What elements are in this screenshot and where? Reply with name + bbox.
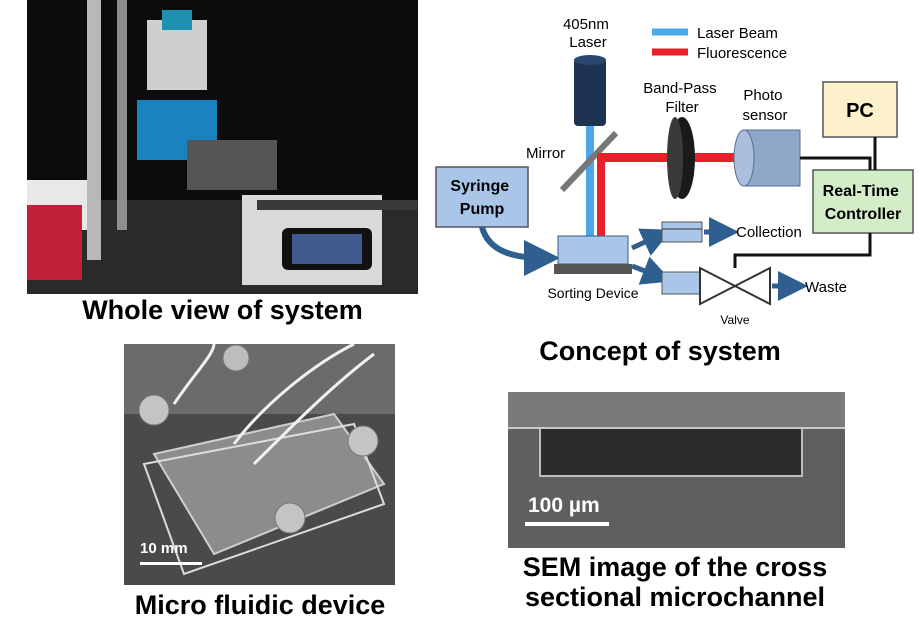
controller-line1: Real-Time <box>823 183 899 200</box>
collection-arrow <box>630 228 672 256</box>
syringe-pump-box <box>435 166 529 228</box>
sem-caption-line2: sectional microchannel <box>524 582 826 612</box>
pump-arrow <box>479 226 560 276</box>
valve-right <box>732 266 771 306</box>
concept-diagram: Laser Beam Fluorescence 405nm Laser Mirr… <box>435 16 914 327</box>
valve-left <box>699 266 738 306</box>
micro-device-photo: 10 mm <box>124 344 395 585</box>
fluorescence-beam-filtered <box>700 154 740 161</box>
laser-top <box>574 55 606 65</box>
laser-label: 405nm Laser <box>563 16 613 51</box>
controller-label: Real-Time Controller <box>823 183 904 223</box>
laser-label-line1: 405nm <box>563 16 609 33</box>
whole-view-caption: Whole view of system <box>82 295 363 325</box>
sem-scale-bar-label: 100 µm <box>528 494 600 517</box>
band-pass-filter-label: Band-Pass Filter <box>643 80 721 116</box>
concept-caption: Concept of system <box>539 336 781 366</box>
sorting-device-base <box>554 264 632 274</box>
photo-sensor-label: Photo sensor <box>742 87 787 124</box>
controller-line2: Controller <box>825 206 901 223</box>
wire-controller-valve <box>733 233 872 268</box>
sorting-device-label: Sorting Device <box>547 285 638 301</box>
laser-label-line2: Laser <box>569 34 607 51</box>
syringe-pump-line1: Syringe <box>450 178 509 195</box>
controller-box <box>812 169 914 234</box>
laser-body <box>574 58 606 126</box>
band-pass-filter-line1: Band-Pass <box>643 80 716 97</box>
mirror <box>559 130 619 193</box>
device-scale-bar-label: 10 mm <box>140 540 188 557</box>
sorting-device-top <box>557 235 629 265</box>
waste-label: Waste <box>805 279 847 296</box>
collection-label: Collection <box>736 224 802 241</box>
wire-sensor-controller <box>800 156 872 170</box>
band-pass-filter-line2: Filter <box>665 99 698 116</box>
sem-image: 100 µm <box>508 392 845 548</box>
band-pass-filter-rim <box>667 117 683 199</box>
syringe-pump-label: Syringe Pump <box>450 178 513 218</box>
pc-label: PC <box>846 100 874 122</box>
waste-channel <box>661 271 701 295</box>
sem-scale-bar-line <box>525 522 609 526</box>
valve-label: Valve <box>720 313 749 327</box>
syringe-pump-line2: Pump <box>460 201 505 218</box>
laser-beam <box>586 126 594 238</box>
fluorescence-beam-horizontal <box>597 153 737 162</box>
mirror-label: Mirror <box>526 145 565 162</box>
legend-laser-label: Laser Beam <box>697 25 778 42</box>
pc-box <box>822 81 898 138</box>
photo-sensor-front <box>733 129 755 187</box>
collection-channel <box>661 221 703 243</box>
micro-device-caption: Micro fluidic device <box>134 590 386 620</box>
photo-sensor-line2: sensor <box>742 107 787 124</box>
photo-sensor-line1: Photo <box>743 87 782 104</box>
sem-caption-line1: SEM image of the cross <box>522 552 828 582</box>
device-scale-bar-line <box>140 562 202 565</box>
whole-view-photo <box>27 0 418 294</box>
sem-caption: SEM image of the cross sectional microch… <box>490 552 860 612</box>
waste-arrow <box>631 256 673 285</box>
fluorescence-beam-vertical <box>597 155 605 240</box>
legend-fluorescence-label: Fluorescence <box>697 45 787 62</box>
